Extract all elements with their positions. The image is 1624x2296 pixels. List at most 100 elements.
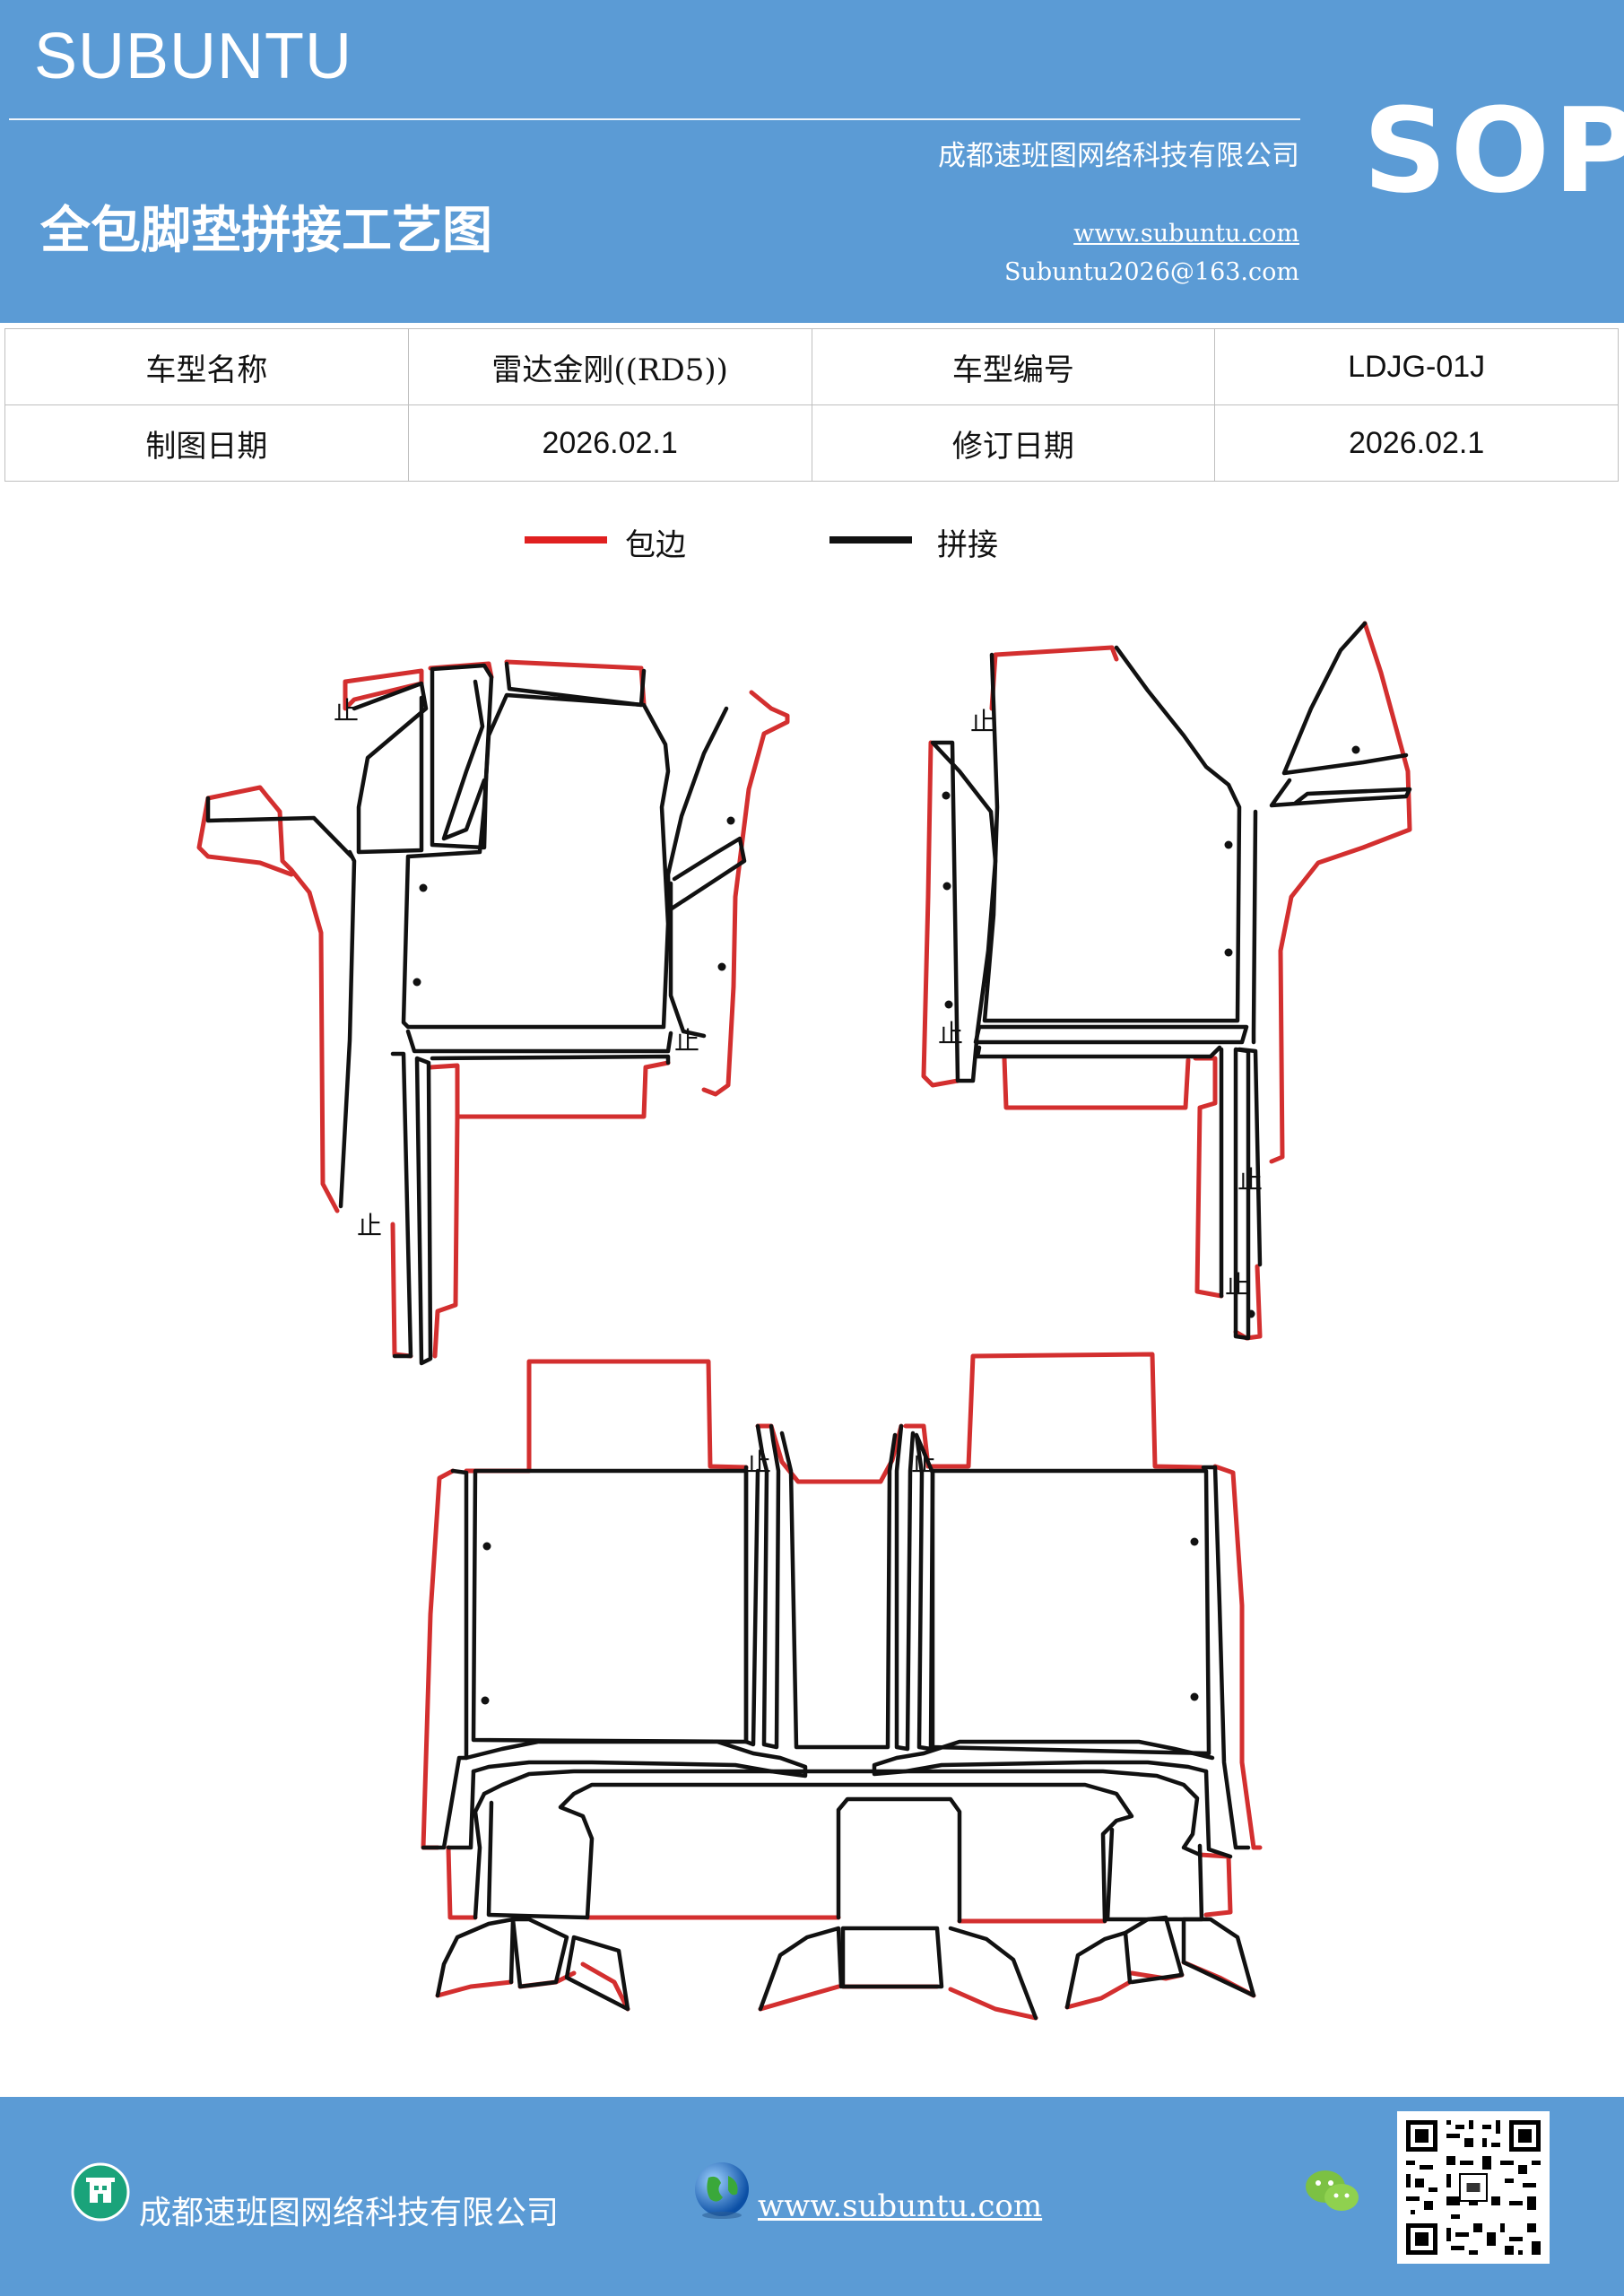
seam-line	[1203, 1769, 1233, 1859]
legend-red-swatch	[525, 536, 607, 544]
header-email: Subuntu2026@163.com	[1004, 258, 1299, 286]
stop-mark: 止	[357, 1211, 382, 1240]
wrap-edge	[196, 796, 294, 877]
model-code-value: LDJG-01J	[1214, 328, 1619, 405]
wrap-edge	[903, 1352, 1204, 1470]
front-right-mat-group	[921, 621, 1412, 1341]
wrap-edge	[921, 740, 960, 1088]
wechat-icon	[1306, 2170, 1359, 2211]
seam-line	[836, 1796, 962, 1924]
seam-line	[1181, 1917, 1256, 1998]
wrap-edge	[446, 1845, 478, 1920]
header-website-link[interactable]: www.subuntu.com	[1073, 220, 1299, 248]
seam-line	[352, 681, 429, 855]
locator-dot	[1351, 745, 1360, 754]
stop-marks: 止 止 止 止 止 止 止 止 止	[334, 696, 1263, 1477]
locator-dot	[942, 882, 951, 891]
stop-mark: 止	[970, 707, 995, 736]
seam-line	[390, 1051, 413, 1359]
wrap-edge	[1197, 1852, 1233, 1918]
seam-line	[840, 1926, 944, 1989]
document-title: 全包脚垫拼接工艺图	[40, 201, 492, 260]
stop-mark: 止	[911, 1448, 936, 1477]
wrap-edge	[464, 1359, 749, 1474]
locator-dot	[413, 978, 421, 987]
header-divider	[9, 118, 1300, 120]
footer-website-link[interactable]: www.subuntu.com	[758, 2188, 1043, 2224]
locator-dot	[717, 962, 726, 971]
seam-line	[1201, 1465, 1251, 1850]
seam-line	[486, 1782, 1134, 1924]
wrap-edge	[1064, 1960, 1256, 2010]
wrap-edge	[993, 645, 1119, 662]
seam-line	[743, 1465, 760, 1747]
seam-line	[1064, 1930, 1133, 2010]
seam-line	[421, 1468, 469, 1850]
locator-dot	[1224, 840, 1233, 849]
seam-line	[668, 881, 707, 1039]
seam-line	[405, 1029, 673, 1054]
locator-dot	[1224, 948, 1233, 957]
floor-mat-splice-diagram: 止 止 止 止 止 止 止 止 止	[196, 621, 1412, 2021]
seam-line	[1269, 778, 1412, 808]
locator-dot	[942, 791, 951, 800]
seam-line	[473, 1791, 487, 1920]
header-banner: SUBUNTU 成都速班图网络科技有限公司 全包脚垫拼接工艺图 www.subu…	[0, 0, 1624, 323]
wrap-edge	[343, 668, 424, 711]
revision-date-label: 修订日期	[811, 404, 1216, 482]
footer-company: 成都速班图网络科技有限公司	[139, 2195, 560, 2231]
legend-seam-label: 拼接	[937, 527, 998, 563]
legend-black-swatch	[829, 536, 912, 544]
stop-mark: 止	[746, 1448, 771, 1477]
stop-mark: 止	[938, 1019, 963, 1048]
seam-line	[665, 706, 747, 913]
front-left-mat-group	[196, 659, 790, 1366]
wrap-edge	[428, 1060, 671, 1119]
wrap-edge	[1269, 621, 1412, 1164]
seam-line	[1251, 809, 1258, 1045]
seam-line	[930, 1468, 1211, 1756]
stop-mark: 止	[1225, 1270, 1250, 1300]
table-row: 车型名称 雷达金刚((RD5)) 车型编号 LDJG-01J	[4, 328, 1619, 405]
seam-line	[755, 1423, 781, 1750]
seam-line	[564, 1935, 630, 2012]
qr-code-pattern	[1397, 2111, 1550, 2264]
seam-line	[982, 645, 1242, 1023]
rear-mat-group	[421, 1352, 1263, 2021]
seam-line	[758, 1926, 844, 2012]
seam-line	[975, 1045, 1222, 1059]
locator-dot	[1246, 1309, 1255, 1318]
seam-line	[973, 1024, 1249, 1045]
drawing-date-label: 制图日期	[4, 404, 409, 482]
seam-line	[779, 1431, 898, 1750]
wrap-edge	[1193, 1056, 1224, 1299]
wrap-edge	[432, 1114, 460, 1359]
stop-mark: 止	[1238, 1165, 1263, 1195]
seam-line	[1281, 621, 1409, 776]
locator-dot	[1190, 1537, 1199, 1546]
legend-wrap-label: 包边	[625, 527, 686, 563]
globe-icon	[695, 2162, 749, 2219]
seam-line	[504, 661, 647, 708]
seam-line	[401, 692, 671, 1030]
vehicle-info-table: 车型名称 雷达金刚((RD5)) 车型编号 LDJG-01J 制图日期 2026…	[4, 328, 1619, 482]
building-icon	[71, 2162, 130, 2222]
qr-code	[1397, 2111, 1550, 2264]
locator-dot	[1190, 1692, 1199, 1701]
model-code-label: 车型编号	[811, 328, 1216, 405]
wrap-edge	[1002, 1056, 1191, 1110]
stop-mark: 止	[334, 696, 359, 726]
locator-dot	[944, 1000, 953, 1009]
seam-line	[338, 849, 357, 1209]
brand-name: SUBUNTU	[34, 21, 353, 92]
seam-line	[482, 1769, 1203, 1857]
wrap-edge	[205, 785, 340, 1213]
footer-banner: 成都速班图网络科技有限公司 www.subuntu.com	[0, 2097, 1624, 2296]
table-row: 制图日期 2026.02.1 修订日期 2026.02.1	[4, 404, 1619, 482]
model-name-value: 雷达金刚((RD5))	[407, 328, 812, 405]
seam-line	[1123, 1915, 1185, 1985]
wrap-edge	[758, 1984, 1038, 2021]
revision-date-value: 2026.02.1	[1214, 404, 1619, 482]
seam-line	[205, 796, 354, 859]
model-name-label: 车型名称	[4, 328, 409, 405]
